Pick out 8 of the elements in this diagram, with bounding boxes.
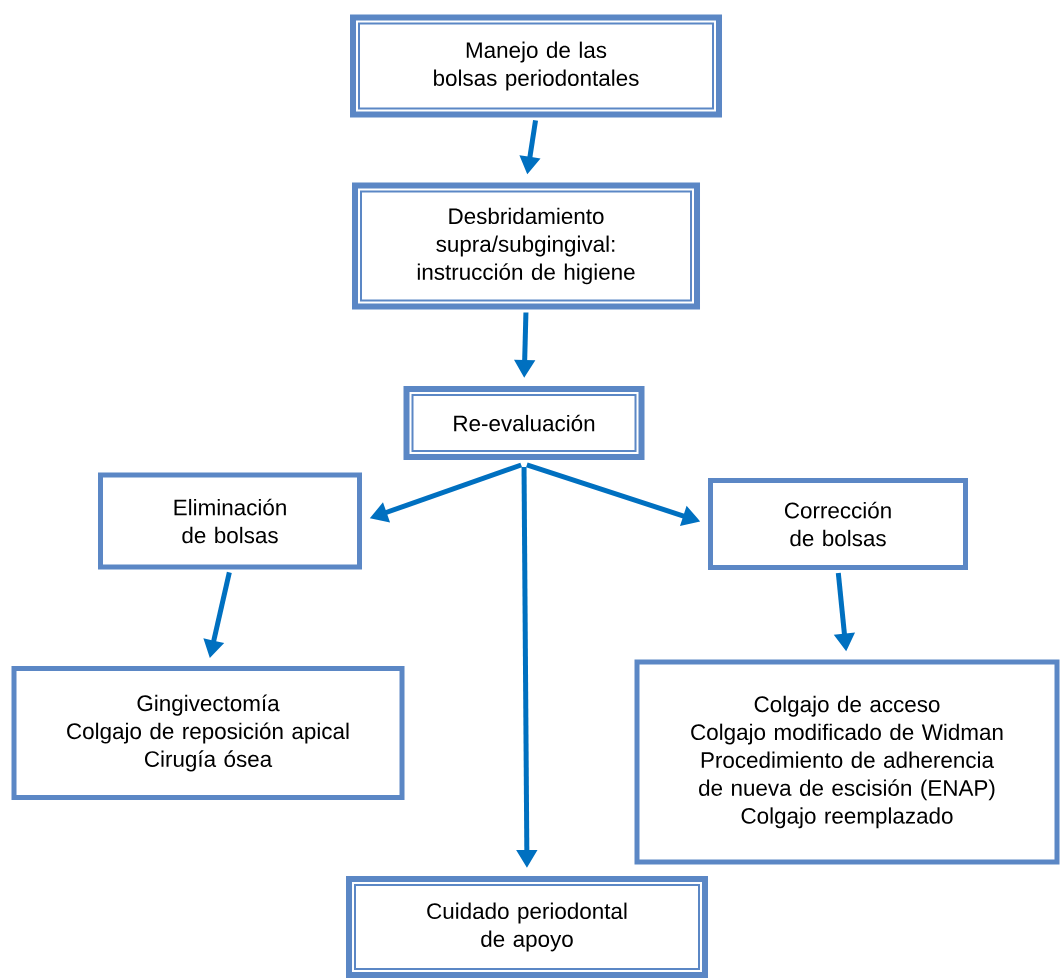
- process-box: Eliminación de bolsas: [98, 472, 362, 570]
- process-box: Corrección de bolsas: [708, 478, 968, 570]
- process-box: Desbridamiento supra/subgingival: instrucción de higiene: [352, 182, 700, 310]
- process-box: Cuidado periodontal de apoyo: [346, 876, 708, 978]
- process-box: Gingivectomía Colgajo de reposición apical Cirugía ósea: [11, 666, 405, 800]
- process-box: Colgajo de acceso Colgajo modificado de Widman Procedimiento de adherencia de nueva de escisión (ENAP) Colgajo reemplazado: [634, 659, 1060, 865]
- process-box: Manejo de las bolsas periodontales: [350, 14, 722, 118]
- process-box: Re-evaluación: [403, 386, 645, 460]
